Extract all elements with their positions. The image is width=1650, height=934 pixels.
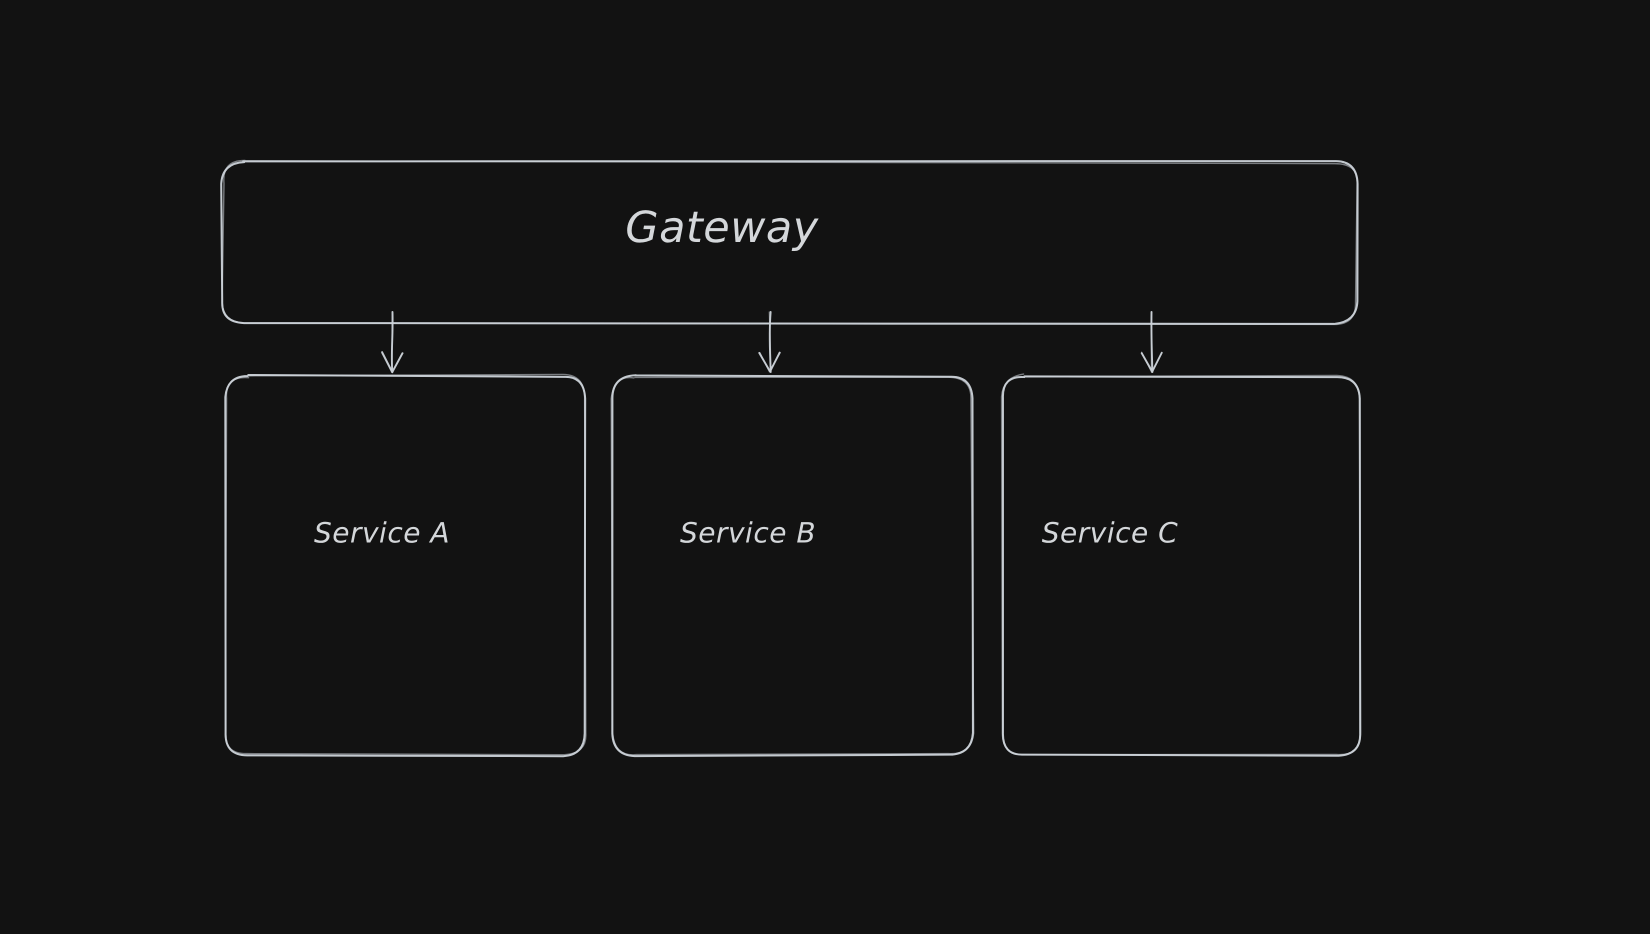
- node-gateway[interactable]: [220, 159, 1359, 326]
- node-label-service-b: Service B: [679, 516, 817, 550]
- node-label-gateway: Gateway: [625, 203, 819, 253]
- edge-gateway-to-service-a[interactable]: [381, 311, 404, 374]
- node-service-c[interactable]: [1000, 373, 1362, 757]
- edge-gateway-to-service-c[interactable]: [1140, 311, 1163, 374]
- node-service-a[interactable]: [224, 373, 587, 758]
- node-label-service-a: Service A: [313, 516, 451, 550]
- node-service-b[interactable]: [610, 374, 975, 758]
- node-label-service-c: Service C: [1041, 516, 1179, 550]
- edge-gateway-to-service-b[interactable]: [758, 311, 781, 373]
